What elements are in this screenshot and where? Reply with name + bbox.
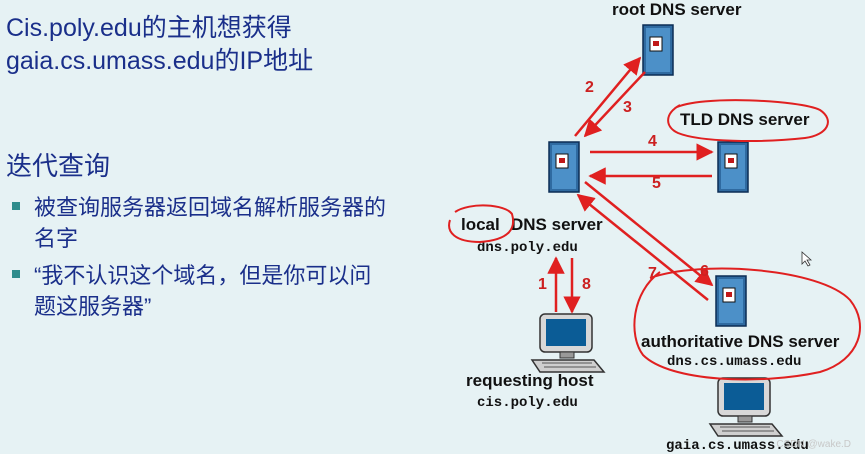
- local-server-label: DNS server: [511, 215, 603, 234]
- slide-title: Cis.poly.edu的主机想获得 gaia.cs.umass.edu的IP地…: [6, 12, 313, 78]
- step-number: 3: [623, 99, 632, 116]
- requesting-host-address: cis.poly.edu: [477, 395, 578, 411]
- local-highlight-circle: [448, 204, 515, 244]
- authoritative-server-label: authoritative DNS server: [641, 332, 840, 351]
- bullet-text: 被查询服务器返回域名解析服务器的名字: [34, 195, 387, 251]
- watermark: CSDN @wake.D: [776, 439, 851, 450]
- tld-highlight-circle: [667, 99, 829, 142]
- authoritative-server-icon: [715, 275, 747, 327]
- arrow-step-6: [584, 181, 714, 287]
- step-number: 7: [648, 265, 657, 282]
- root-server-icon: [642, 24, 674, 76]
- step-number: 4: [648, 133, 657, 150]
- bullet-square-icon: [12, 202, 20, 210]
- target-host-computer-icon: [709, 377, 783, 437]
- step-number: 1: [538, 276, 547, 293]
- arrow-step-2: [574, 56, 642, 137]
- bullet-item: 被查询服务器返回域名解析服务器的名字: [12, 192, 392, 254]
- title-line-2: gaia.cs.umass.edu的IP地址: [6, 47, 314, 75]
- local-server-icon: [548, 141, 580, 193]
- step-number: 8: [582, 276, 591, 293]
- arrow-step-3: [583, 71, 646, 138]
- mouse-cursor-icon: [801, 251, 813, 267]
- authoritative-server-host: dns.cs.umass.edu: [667, 354, 801, 370]
- requesting-host-computer-icon: [531, 313, 605, 373]
- target-host-address: gaia.cs.umass.edu: [666, 438, 809, 454]
- step-number: 2: [585, 79, 594, 96]
- subheading: 迭代查询: [6, 151, 111, 181]
- tld-server-icon: [717, 141, 749, 193]
- root-server-label: root DNS server: [612, 0, 742, 19]
- step-number: 5: [652, 175, 661, 192]
- bullet-item: “我不认识这个域名，但是你可以问题这服务器”: [12, 260, 392, 322]
- local-label: local: [461, 215, 500, 234]
- arrow-step-7: [576, 193, 709, 301]
- bullet-text: “我不认识这个域名，但是你可以问题这服务器”: [34, 263, 372, 319]
- step-number: 6: [700, 263, 709, 280]
- tld-server-label: TLD DNS server: [680, 110, 810, 129]
- authoritative-highlight-circle: [633, 267, 861, 381]
- bullet-square-icon: [12, 270, 20, 278]
- local-server-host: dns.poly.edu: [477, 240, 578, 256]
- bullet-list: 被查询服务器返回域名解析服务器的名字 “我不认识这个域名，但是你可以问题这服务器…: [12, 192, 392, 328]
- title-line-1: Cis.poly.edu的主机想获得: [6, 14, 292, 42]
- requesting-host-label: requesting host: [466, 371, 594, 390]
